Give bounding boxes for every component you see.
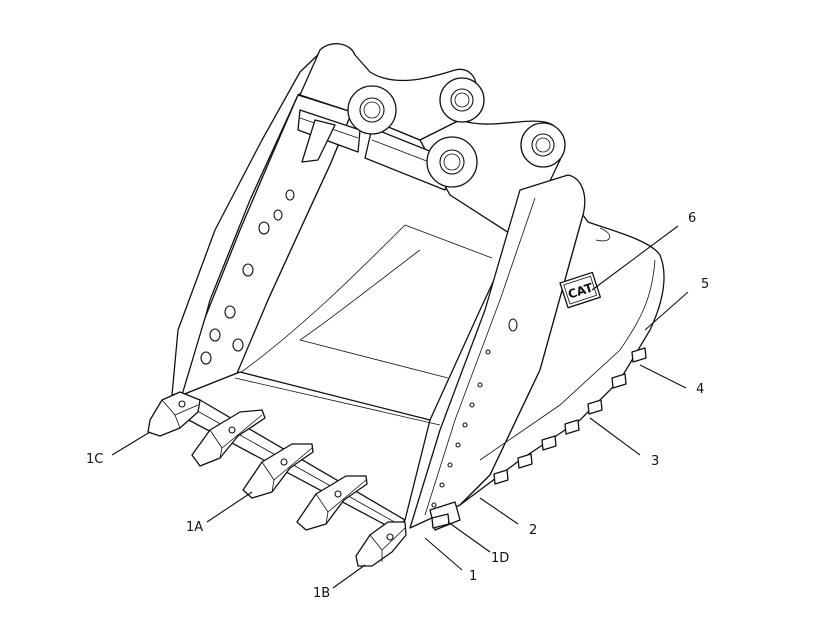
leader-6 xyxy=(591,225,679,291)
callout-leaders xyxy=(111,225,689,589)
tooth-1b xyxy=(355,521,407,567)
leader-1d xyxy=(447,521,491,553)
cat-logo-plate: CAT xyxy=(559,271,602,309)
side-stop-lug xyxy=(301,119,336,163)
leader-1 xyxy=(424,537,463,571)
right-side-plate xyxy=(409,174,586,529)
hinge-boss-1 xyxy=(347,85,397,135)
callout-2: 2 xyxy=(529,523,537,538)
callout-5: 5 xyxy=(701,277,709,292)
callout-labels: 6 5 4 3 2 1D 1 1B 1A 1C xyxy=(86,211,709,601)
leader-1b xyxy=(332,564,366,589)
callout-4: 4 xyxy=(696,382,704,397)
leader-4 xyxy=(639,364,687,389)
callout-3: 3 xyxy=(651,454,659,469)
right-plate-holes xyxy=(431,318,518,508)
callout-1c: 1C xyxy=(86,452,103,467)
tooth-1a xyxy=(242,443,314,499)
hinge-boss-4 xyxy=(520,122,566,168)
teeth xyxy=(147,391,407,567)
leader-5 xyxy=(644,291,689,331)
callout-1b: 1B xyxy=(313,586,330,601)
tooth-1c xyxy=(147,391,201,437)
hinge-boss-2 xyxy=(439,77,485,123)
leader-1a xyxy=(206,491,253,523)
left-plate-holes xyxy=(200,189,295,365)
wear-strips xyxy=(493,347,647,485)
bucket-body: CAT xyxy=(171,43,665,531)
callout-1: 1 xyxy=(469,569,477,584)
side-cutter-bolt xyxy=(431,513,450,529)
leader-3 xyxy=(589,417,641,456)
callout-1a: 1A xyxy=(186,520,203,535)
leader-1c xyxy=(111,431,151,456)
callout-6: 6 xyxy=(688,211,696,226)
hinge-boss-3 xyxy=(426,136,478,188)
leader-2 xyxy=(479,497,519,525)
bucket-outer-shell xyxy=(459,214,665,506)
tooth-2 xyxy=(191,409,266,467)
tooth-4 xyxy=(296,475,368,531)
callout-1d: 1D xyxy=(491,551,509,566)
